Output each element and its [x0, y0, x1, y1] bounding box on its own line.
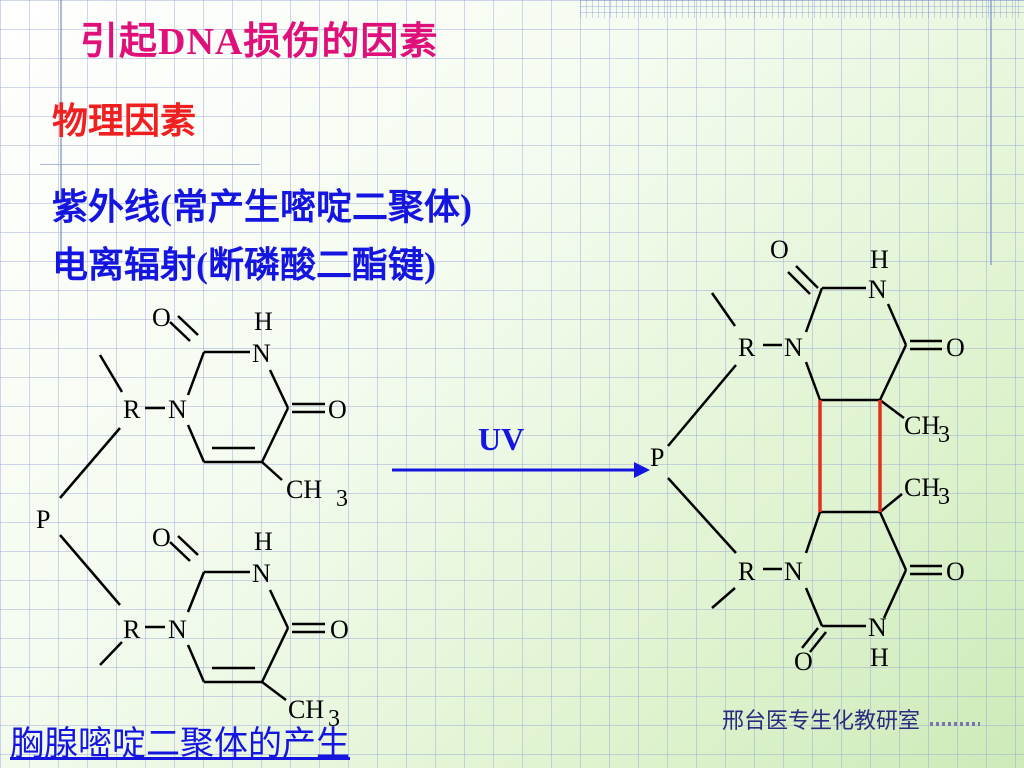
uv-label: UV — [478, 421, 524, 457]
atom-label: 3 — [336, 486, 348, 512]
subtitle: 物理因素 — [52, 101, 197, 142]
atom-label: H — [254, 307, 273, 336]
atom-label: H — [870, 245, 889, 274]
atom-label: N — [784, 333, 803, 362]
atom-label: CH — [288, 695, 324, 724]
dimer-cyclobutane-bonds — [818, 400, 882, 512]
atom-label: N — [868, 613, 887, 642]
atom-label: O — [946, 557, 965, 586]
left-structure-bonds — [59, 315, 325, 701]
right-structure-bonds — [667, 265, 942, 653]
slide-title: 引起DNA损伤的因素 — [80, 19, 439, 63]
thymine-dimer-link[interactable]: 胸腺嘧啶二聚体的产生 — [10, 724, 350, 764]
decor-hline — [40, 164, 260, 165]
left-structure-labels: O H N R N O CH 3 P O H N R N O CH 3 — [36, 303, 349, 732]
atom-label: CH — [904, 411, 940, 440]
atom-label: P — [36, 505, 50, 534]
atom-label: O — [946, 333, 965, 362]
atom-label: 3 — [938, 484, 950, 510]
atom-label: 3 — [328, 706, 340, 732]
atom-label: N — [784, 557, 803, 586]
uv-line: 紫外线(常产生嘧啶二聚体) — [52, 187, 472, 228]
atom-label: H — [870, 643, 889, 672]
atom-label: N — [868, 275, 887, 304]
top-decor-band — [580, 0, 1024, 18]
atom-label: N — [252, 559, 271, 588]
atom-label: R — [738, 333, 756, 362]
atom-label: R — [123, 615, 141, 644]
atom-label: CH — [904, 473, 940, 502]
atom-label: 3 — [938, 422, 950, 448]
credit-text: 邢台医专生化教研室 — [722, 709, 921, 734]
ionizing-line: 电离辐射(断磷酸二酯键) — [52, 245, 436, 286]
credit-decoration — [930, 722, 980, 726]
atom-label: H — [254, 527, 273, 556]
atom-label: O — [770, 235, 789, 264]
right-structure-labels: O H N R N O CH 3 P CH 3 R N O N H O — [650, 235, 965, 676]
atom-label: O — [794, 647, 813, 676]
atom-label: N — [252, 339, 271, 368]
uv-arrow: UV — [392, 421, 650, 478]
atom-label: R — [123, 395, 141, 424]
arrow-head — [634, 462, 650, 478]
atom-label: N — [168, 615, 187, 644]
atom-label: R — [738, 557, 756, 586]
decor-vline-right — [990, 0, 992, 265]
atom-label: O — [328, 395, 347, 424]
atom-label: O — [152, 303, 171, 332]
decor-vline-left — [60, 0, 62, 265]
atom-label: O — [330, 615, 349, 644]
atom-label: P — [650, 443, 664, 472]
atom-label: CH — [286, 475, 322, 504]
atom-label: N — [168, 395, 187, 424]
atom-label: O — [152, 523, 171, 552]
